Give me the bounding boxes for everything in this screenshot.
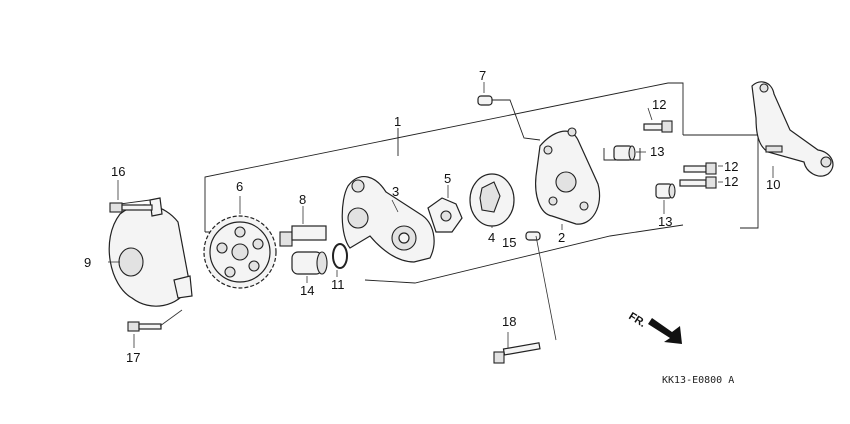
callout-15: 15 [502, 235, 516, 250]
callout-13-upper: 13 [650, 144, 664, 159]
outer-rotor-4 [469, 173, 515, 227]
o-ring-11 [332, 243, 348, 269]
pump-body-3 [341, 176, 435, 263]
callout-12-low: 12 [724, 174, 738, 189]
driven-gear [203, 215, 277, 289]
inner-rotor-5 [427, 197, 463, 233]
collar-13-lower [655, 183, 676, 199]
callout-7: 7 [479, 68, 486, 83]
assembly-bracket-1 [204, 82, 759, 284]
callout-10: 10 [766, 177, 780, 192]
callout-18: 18 [502, 314, 516, 329]
strainer-bracket-10 [751, 81, 834, 177]
callout-12-mid: 12 [724, 159, 738, 174]
front-direction-arrow: FR. [626, 310, 682, 344]
bolt-12-mid [683, 162, 717, 175]
callout-6: 6 [236, 179, 243, 194]
bolt-12-low [679, 176, 717, 189]
callout-16: 16 [111, 164, 125, 179]
callout-9: 9 [84, 255, 91, 270]
front-direction-label: FR. [626, 310, 647, 330]
callout-5: 5 [444, 171, 451, 186]
dowel-pin-15 [525, 231, 541, 241]
callout-14: 14 [300, 283, 314, 298]
dowel-pin-7 [477, 95, 493, 106]
shaft-pin-8 [279, 225, 327, 247]
collar-13-upper [613, 145, 636, 161]
callout-11: 11 [331, 277, 345, 292]
callout-12-top: 12 [652, 97, 666, 112]
long-bolt-18 [493, 342, 541, 364]
callout-2: 2 [558, 230, 565, 245]
pump-cover-2 [535, 127, 601, 225]
drawing-code: KK13-E0800 A [662, 375, 734, 386]
bolt-16 [109, 202, 153, 213]
callout-3: 3 [392, 184, 399, 199]
oil-pump-cover [108, 197, 193, 307]
bolt-17 [127, 321, 162, 332]
callout-13-lower: 13 [658, 214, 672, 229]
callout-17: 17 [126, 350, 140, 365]
bolt-12-top [643, 120, 673, 133]
callout-1: 1 [394, 114, 401, 129]
callout-4: 4 [488, 230, 495, 245]
collar-14 [291, 251, 328, 275]
callout-8: 8 [299, 192, 306, 207]
